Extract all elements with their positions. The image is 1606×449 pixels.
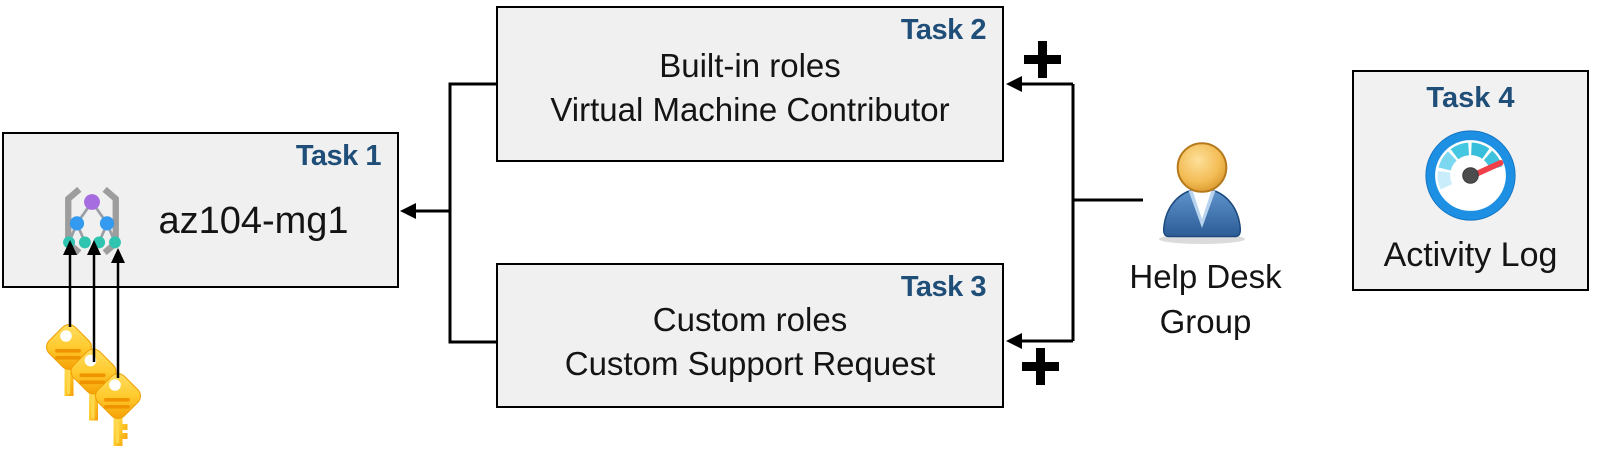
management-group-name: az104-mg1	[158, 199, 349, 242]
plus-icon-bottom	[1022, 348, 1059, 385]
task3-arrowhead	[1006, 333, 1022, 349]
task1-arrowhead	[400, 203, 416, 219]
management-group-icon	[63, 186, 122, 256]
key-icon-1	[46, 324, 92, 396]
task2-label: Task 2	[900, 14, 987, 46]
help-desk-group-label: Help Desk Group	[1118, 254, 1293, 344]
task3-box: Task 3 Custom roles Custom Support Reque…	[496, 263, 1004, 408]
task2-text: Built-in roles Virtual Machine Contribut…	[498, 8, 1002, 160]
task1-content: az104-mg1	[4, 134, 397, 286]
task1-label: Task 1	[295, 140, 382, 172]
task3-line2: Custom Support Request	[564, 344, 936, 382]
task2-line2: Virtual Machine Contributor	[550, 91, 950, 128]
help-desk-group	[1152, 140, 1252, 250]
help-desk-line1: Help Desk	[1129, 258, 1282, 295]
gauge-icon	[1425, 130, 1516, 221]
task4-content: Task 4 Activity Log	[1354, 72, 1587, 289]
plus-icon-top	[1024, 41, 1061, 78]
help-desk-line2: Group	[1159, 303, 1252, 340]
task4-caption: Activity Log	[1383, 236, 1558, 274]
task2-line1: Built-in roles	[659, 47, 841, 84]
task4-label: Task 4	[1426, 82, 1515, 114]
task3-line1: Custom roles	[652, 300, 848, 338]
task4-box: Task 4 Activity Log	[1352, 70, 1589, 291]
task2-arrowhead	[1006, 76, 1022, 92]
task3-label: Task 3	[900, 271, 987, 303]
task3-text: Custom roles Custom Support Request	[498, 265, 1002, 406]
key-icon-2	[70, 348, 117, 421]
key-icon-3	[95, 373, 141, 446]
connector-bracket-left	[414, 82, 496, 344]
user-icon	[1159, 142, 1245, 244]
task2-box: Task 2 Built-in roles Virtual Machine Co…	[496, 6, 1004, 162]
task1-box: Task 1 az104-mg1	[2, 132, 399, 288]
